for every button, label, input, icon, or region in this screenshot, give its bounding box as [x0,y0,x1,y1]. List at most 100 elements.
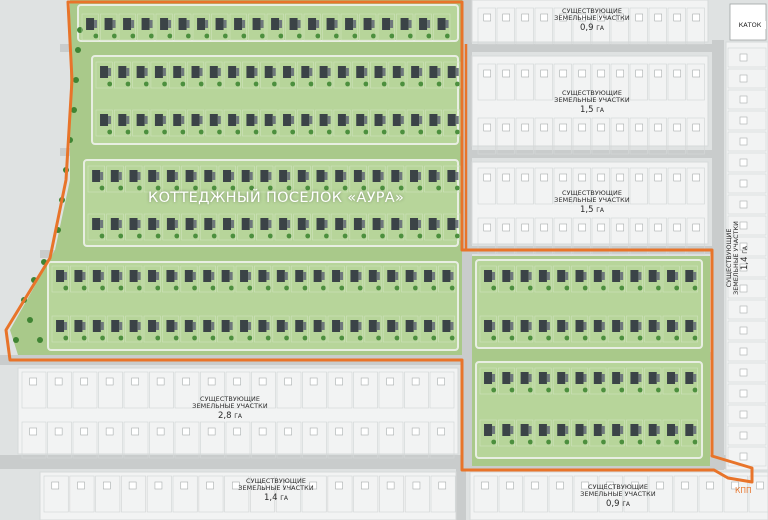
plot-outline [293,213,311,241]
cottage-house [260,170,269,182]
tree [272,129,277,135]
plot-outline [607,419,625,447]
cottage-garage [361,172,365,180]
cottage-house [313,270,322,282]
cottage-house [424,320,433,332]
cottage-garage [583,272,587,280]
plot-outline [333,61,351,89]
existing-house [540,223,549,232]
cottage-garage [303,272,307,280]
plot-outline [388,61,406,89]
tree [656,439,661,445]
cottage-house [538,270,547,282]
cottage-garage [528,322,532,330]
plot-outline [370,109,388,137]
plot-outline [414,13,432,41]
cottage-garage [231,172,235,180]
plot-outline [572,7,591,45]
cottage-garage [418,172,422,180]
cottage-garage [565,272,569,280]
plot-outline [378,371,404,409]
plot-outline [515,7,534,45]
existing-house [739,95,748,104]
cottage-house [92,320,101,332]
plot-outline [95,475,121,513]
plot-outline [727,299,767,320]
plot-outline [276,421,302,459]
existing-house [559,69,568,78]
trees-layer [13,27,698,445]
existing-house [692,69,701,78]
tree [265,285,271,291]
existing-house [635,173,644,182]
cottage-house [612,320,621,332]
plot-outline [477,117,496,155]
plot-outline [168,109,186,137]
tree [436,129,442,135]
tree [118,233,124,239]
tree [81,335,87,341]
cottage-garage [119,322,123,330]
plot-outline [477,63,496,101]
cottage-garage [583,374,587,382]
plot-outline [648,117,667,155]
cottage-garage [137,272,141,280]
cottage-garage [131,20,135,28]
tree [326,129,332,135]
plot-outline [419,265,437,293]
cottage-garage [174,322,178,330]
plot-outline [237,165,255,193]
plot-outline [572,63,591,101]
plot-outline [70,315,88,343]
cottage-garage [601,374,605,382]
cottage-garage [144,116,148,124]
cottage-garage [427,20,431,28]
plot-outline [572,167,591,205]
plot-outline [723,475,748,513]
tree [211,185,217,191]
plot-outline [727,68,767,89]
existing-house [656,481,664,490]
existing-house [335,481,343,490]
cottage-house [276,320,285,332]
plot-outline [21,421,47,459]
tree [370,33,376,39]
tree [455,81,460,87]
tree [137,285,142,291]
cottage-garage [693,322,697,330]
plot-outline [623,475,648,513]
tree [111,33,117,39]
plot-outline [255,213,274,241]
cottage-garage [601,272,605,280]
cottage-garage [492,426,496,434]
plot-outline [322,13,340,41]
existing-house [483,173,492,182]
cottage-garage [229,322,233,330]
plot-outline [438,265,456,293]
cottage-house [203,270,212,282]
cottage-garage [565,426,569,434]
existing-house [616,123,625,132]
cottage-house [374,66,383,78]
cottage-garage [229,272,233,280]
plot-outline [516,367,534,395]
existing-house [80,427,88,436]
cottage-house [148,218,157,230]
tree [249,185,255,191]
existing-house [739,305,748,314]
plot-outline [198,475,224,513]
existing-house [502,13,511,22]
tree [241,33,247,39]
cottage-house [368,270,377,282]
cottage-garage [254,68,258,76]
tree [582,285,588,291]
tree [509,285,515,291]
existing-house [739,431,748,440]
tree [619,387,625,393]
cottage-house [209,114,218,126]
cottage-house [484,320,493,332]
cottage-garage [334,20,338,28]
cottage-garage [118,220,122,228]
cottage-house [111,320,120,332]
plot-outline [180,315,198,343]
